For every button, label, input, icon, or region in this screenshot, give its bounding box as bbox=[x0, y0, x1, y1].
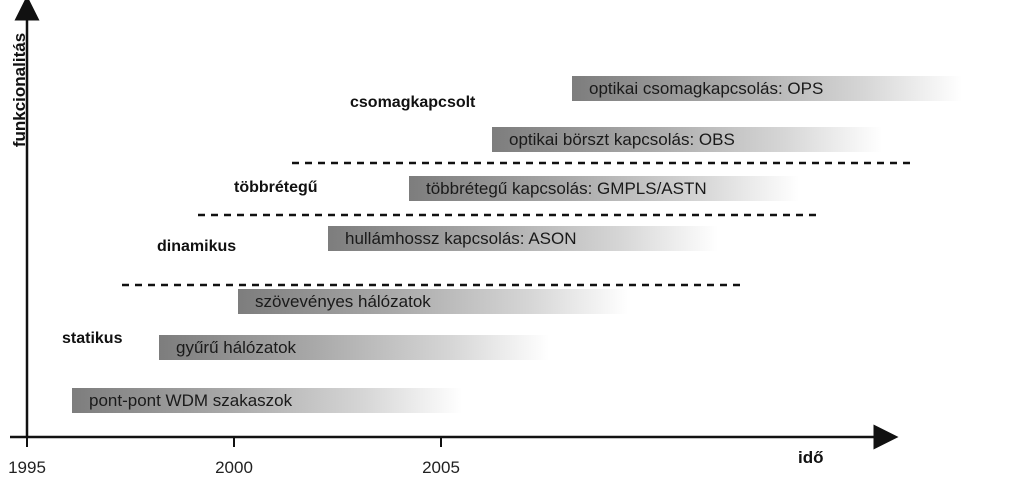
bar-optikai-borszt-kapcsolas: optikai börszt kapcsolás: OBS bbox=[492, 127, 882, 152]
level-label-dinamikus: dinamikus bbox=[157, 238, 237, 255]
level-label-csomagkapcsolt: csomagkapcsolt bbox=[350, 94, 476, 111]
bar-optikai-csomagkapcsolas: optikai csomagkapcsolás: OPS bbox=[572, 76, 962, 101]
bar-label: optikai csomagkapcsolás: OPS bbox=[589, 78, 824, 98]
tick-label-1995: 1995 bbox=[8, 458, 46, 477]
tick-label-2000: 2000 bbox=[215, 458, 253, 477]
bar-gyuru-halozatok: gyűrű hálózatok bbox=[159, 335, 549, 360]
bar-label: gyűrű hálózatok bbox=[176, 337, 297, 357]
bar-tobbretegu-kapcsolas: többrétegű kapcsolás: GMPLS/ASTN bbox=[409, 176, 799, 201]
bar-pont-pont-wdm: pont-pont WDM szakaszok bbox=[72, 388, 462, 413]
bar-label: szövevényes hálózatok bbox=[255, 291, 431, 311]
bar-hullamhossz-kapcsolas: hullámhossz kapcsolás: ASON bbox=[328, 226, 718, 251]
bar-label: hullámhossz kapcsolás: ASON bbox=[345, 228, 577, 248]
x-axis-title: idő bbox=[798, 448, 824, 467]
bar-label: többrétegű kapcsolás: GMPLS/ASTN bbox=[426, 178, 707, 198]
level-label-tobbretegu: többrétegű bbox=[234, 179, 318, 196]
y-axis-title: funkcionalitás bbox=[10, 32, 29, 148]
bar-label: pont-pont WDM szakaszok bbox=[89, 390, 293, 410]
level-label-statikus: statikus bbox=[62, 330, 123, 347]
tick-label-2005: 2005 bbox=[422, 458, 460, 477]
bar-szovevenyes-halozatok: szövevényes hálózatok bbox=[238, 289, 628, 314]
bar-label: optikai börszt kapcsolás: OBS bbox=[509, 129, 735, 149]
